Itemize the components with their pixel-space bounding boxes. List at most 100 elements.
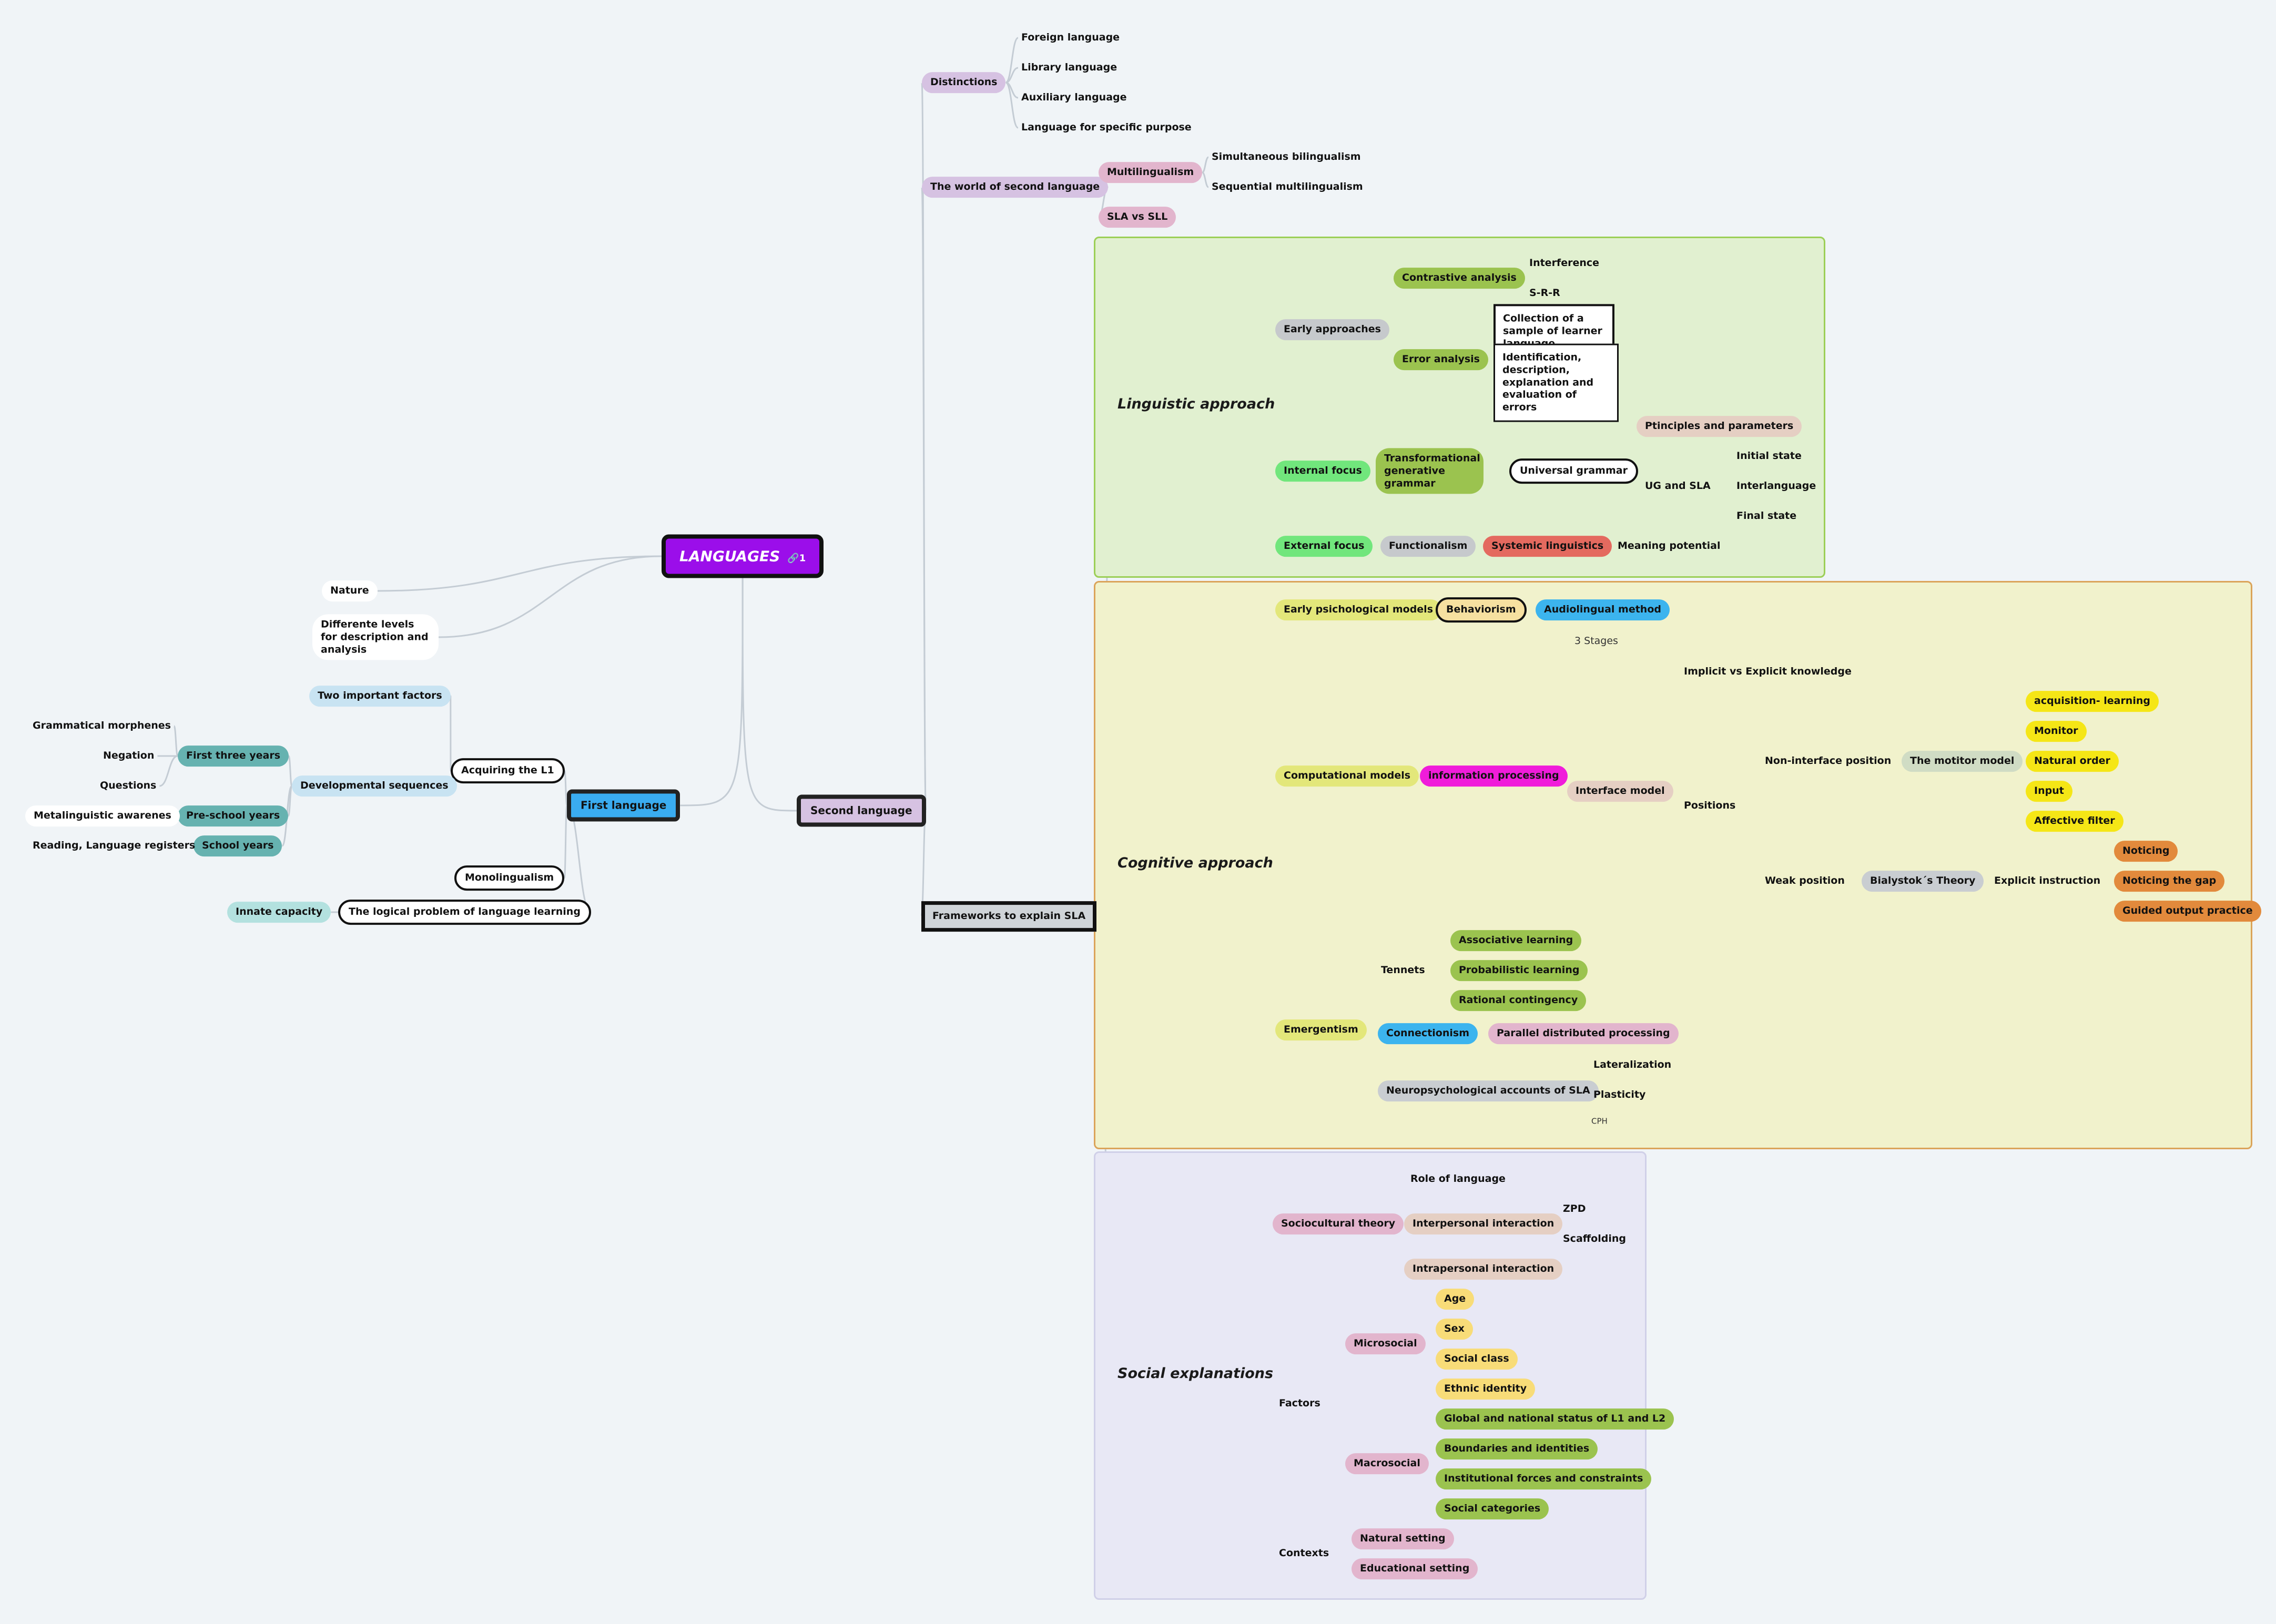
three-stages-node[interactable]: 3 Stages	[1574, 635, 1618, 647]
foreign-language-node[interactable]: Foreign language	[1021, 32, 1120, 44]
developmental-sequences-node[interactable]: Developmental sequences	[292, 775, 457, 796]
auxiliary-language-node[interactable]: Auxiliary language	[1021, 91, 1127, 104]
systemic-linguistics-node[interactable]: Systemic linguistics	[1483, 536, 1612, 557]
meaning-potential-node[interactable]: Meaning potential	[1618, 540, 1721, 552]
input-node[interactable]: Input	[2026, 781, 2072, 802]
acquiring-l1-node[interactable]: Acquiring the L1	[451, 758, 565, 783]
functionalism-node[interactable]: Functionalism	[1380, 536, 1476, 557]
contexts-node[interactable]: Contexts	[1279, 1547, 1329, 1559]
world-second-language-node[interactable]: The world of second language	[922, 177, 1109, 198]
macrosocial-node[interactable]: Macrosocial	[1345, 1453, 1429, 1474]
distinctions-node[interactable]: Distinctions	[922, 72, 1006, 93]
logical-problem-node[interactable]: The logical problem of language learning	[338, 900, 591, 925]
early-approaches-node[interactable]: Early approaches	[1275, 319, 1389, 340]
library-language-node[interactable]: Library language	[1021, 62, 1117, 74]
audiolingual-method-node[interactable]: Audiolingual method	[1536, 599, 1670, 620]
frameworks-node[interactable]: Frameworks to explain SLA	[921, 901, 1097, 932]
levels-node[interactable]: Differente levels for description and an…	[312, 614, 439, 660]
initial-state-node[interactable]: Initial state	[1736, 450, 1802, 462]
acquisition-learning-node[interactable]: acquisition- learning	[2026, 691, 2159, 712]
non-interface-position-node[interactable]: Non-interface position	[1765, 755, 1892, 767]
srr-node[interactable]: S-R-R	[1529, 287, 1560, 299]
sequential-multilingualism-node[interactable]: Sequential multilingualism	[1212, 181, 1363, 193]
monolingualism-node[interactable]: Monolingualism	[454, 865, 565, 891]
specific-purpose-node[interactable]: Language for specific purpose	[1021, 121, 1192, 134]
microsocial-node[interactable]: Microsocial	[1345, 1333, 1426, 1354]
social-categories-node[interactable]: Social categories	[1436, 1498, 1549, 1519]
noticing-node[interactable]: Noticing	[2114, 841, 2178, 862]
role-of-language-node[interactable]: Role of language	[1410, 1173, 1506, 1185]
behaviorism-node[interactable]: Behaviorism	[1436, 597, 1527, 622]
affective-filter-node[interactable]: Affective filter	[2026, 811, 2123, 832]
early-psychological-models-node[interactable]: Early psichological models	[1275, 599, 1441, 620]
weak-position-node[interactable]: Weak position	[1765, 875, 1845, 887]
zpd-node[interactable]: ZPD	[1563, 1203, 1586, 1215]
global-status-node[interactable]: Global and national status of L1 and L2	[1436, 1408, 1674, 1429]
questions-node[interactable]: Questions	[100, 780, 157, 792]
noticing-the-gap-node[interactable]: Noticing the gap	[2114, 871, 2225, 892]
reading-registers-node[interactable]: Reading, Language registers	[33, 840, 196, 852]
first-three-years-node[interactable]: First three years	[178, 745, 289, 767]
interference-node[interactable]: Interference	[1529, 257, 1600, 269]
bialystok-theory-node[interactable]: Bialystok´s Theory	[1862, 871, 1984, 892]
grammatical-morphenes-node[interactable]: Grammatical morphenes	[33, 720, 171, 732]
parallel-distributed-node[interactable]: Parallel distributed processing	[1488, 1023, 1679, 1044]
associative-learning-node[interactable]: Associative learning	[1450, 930, 1582, 951]
monitor-node[interactable]: Monitor	[2026, 721, 2087, 742]
interface-model-node[interactable]: Interface model	[1567, 781, 1673, 802]
internal-focus-node[interactable]: Internal focus	[1275, 461, 1370, 482]
emergentism-node[interactable]: Emergentism	[1275, 1019, 1367, 1040]
factors-node[interactable]: Factors	[1279, 1397, 1320, 1409]
identification-node[interactable]: Identification, description, explanation…	[1493, 343, 1619, 422]
intrapersonal-interaction-node[interactable]: Intrapersonal interaction	[1404, 1259, 1563, 1280]
ug-and-sla-node[interactable]: UG and SLA	[1637, 476, 1719, 497]
nature-node[interactable]: Nature	[322, 580, 378, 601]
interlanguage-node[interactable]: Interlanguage	[1736, 480, 1816, 492]
pre-school-years-node[interactable]: Pre-school years	[178, 805, 289, 826]
plasticity-node[interactable]: Plasticity	[1593, 1089, 1646, 1101]
probabilistic-learning-node[interactable]: Probabilistic learning	[1450, 960, 1588, 981]
school-years-node[interactable]: School years	[194, 835, 282, 856]
sociocultural-theory-node[interactable]: Sociocultural theory	[1273, 1213, 1404, 1234]
rational-contingency-node[interactable]: Rational contingency	[1450, 990, 1587, 1011]
scaffolding-node[interactable]: Scaffolding	[1563, 1233, 1626, 1245]
positions-node[interactable]: Positions	[1684, 800, 1736, 812]
tennets-node[interactable]: Tennets	[1381, 964, 1425, 976]
neuropsychological-node[interactable]: Neuropsychological accounts of SLA	[1378, 1080, 1599, 1101]
first-language-node[interactable]: First language	[567, 789, 680, 822]
explicit-instruction-node[interactable]: Explicit instruction	[1994, 875, 2101, 887]
simultaneous-bilingualism-node[interactable]: Simultaneous bilingualism	[1212, 151, 1361, 163]
connectionism-node[interactable]: Connectionism	[1378, 1023, 1478, 1044]
transformational-grammar-node[interactable]: Transformational generative grammar	[1376, 448, 1484, 494]
second-language-node[interactable]: Second language	[797, 794, 926, 827]
institutional-forces-node[interactable]: Institutional forces and constraints	[1436, 1468, 1652, 1489]
negation-node[interactable]: Negation	[103, 750, 155, 762]
root-node[interactable]: LANGUAGES🔗1	[662, 534, 824, 578]
contrastive-analysis-node[interactable]: Contrastive analysis	[1394, 268, 1525, 289]
ethnic-identity-node[interactable]: Ethnic identity	[1436, 1378, 1536, 1400]
two-factors-node[interactable]: Two important factors	[309, 686, 451, 707]
guided-output-node[interactable]: Guided output practice	[2114, 901, 2261, 922]
boundaries-identities-node[interactable]: Boundaries and identities	[1436, 1438, 1598, 1459]
natural-order-node[interactable]: Natural order	[2026, 751, 2119, 772]
multilingualism-node[interactable]: Multilingualism	[1099, 162, 1203, 183]
link-icon[interactable]: 🔗1	[787, 553, 806, 564]
lateralization-node[interactable]: Lateralization	[1593, 1059, 1672, 1071]
metalinguistic-node[interactable]: Metalinguistic awarenes	[25, 805, 180, 826]
sex-node[interactable]: Sex	[1436, 1319, 1473, 1340]
implicit-explicit-node[interactable]: Implicit vs Explicit knowledge	[1684, 666, 1852, 678]
external-focus-node[interactable]: External focus	[1275, 536, 1373, 557]
universal-grammar-node[interactable]: Universal grammar	[1509, 458, 1638, 484]
computational-models-node[interactable]: Computational models	[1275, 765, 1419, 787]
final-state-node[interactable]: Final state	[1736, 510, 1797, 522]
cph-node[interactable]: CPH	[1591, 1116, 1608, 1126]
natural-setting-node[interactable]: Natural setting	[1352, 1528, 1454, 1549]
sla-vs-sll-node[interactable]: SLA vs SLL	[1099, 207, 1176, 228]
age-node[interactable]: Age	[1436, 1289, 1475, 1310]
social-class-node[interactable]: Social class	[1436, 1349, 1518, 1370]
error-analysis-node[interactable]: Error analysis	[1394, 349, 1488, 370]
information-processing-node[interactable]: information processing	[1420, 765, 1568, 787]
interpersonal-interaction-node[interactable]: Interpersonal interaction	[1404, 1213, 1563, 1234]
principles-parameters-node[interactable]: Ptinciples and parameters	[1637, 416, 1802, 437]
motitor-model-node[interactable]: The motitor model	[1902, 751, 2023, 772]
